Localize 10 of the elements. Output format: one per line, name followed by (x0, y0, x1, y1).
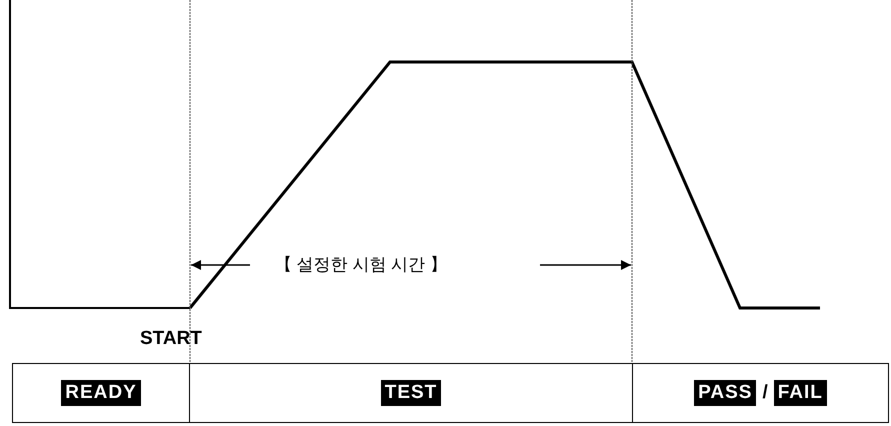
separator-text: / (762, 382, 768, 404)
status-badge: FAIL (774, 380, 827, 406)
status-badge: READY (61, 380, 141, 406)
status-badge: TEST (380, 380, 442, 406)
table-cell (632, 363, 889, 423)
table-cell (189, 363, 633, 423)
start-label: START (140, 328, 202, 350)
table-cell (12, 363, 190, 423)
status-badge: PASS (694, 380, 756, 406)
dimension-label: 【 설정한 시험 시간 】 (275, 254, 447, 276)
